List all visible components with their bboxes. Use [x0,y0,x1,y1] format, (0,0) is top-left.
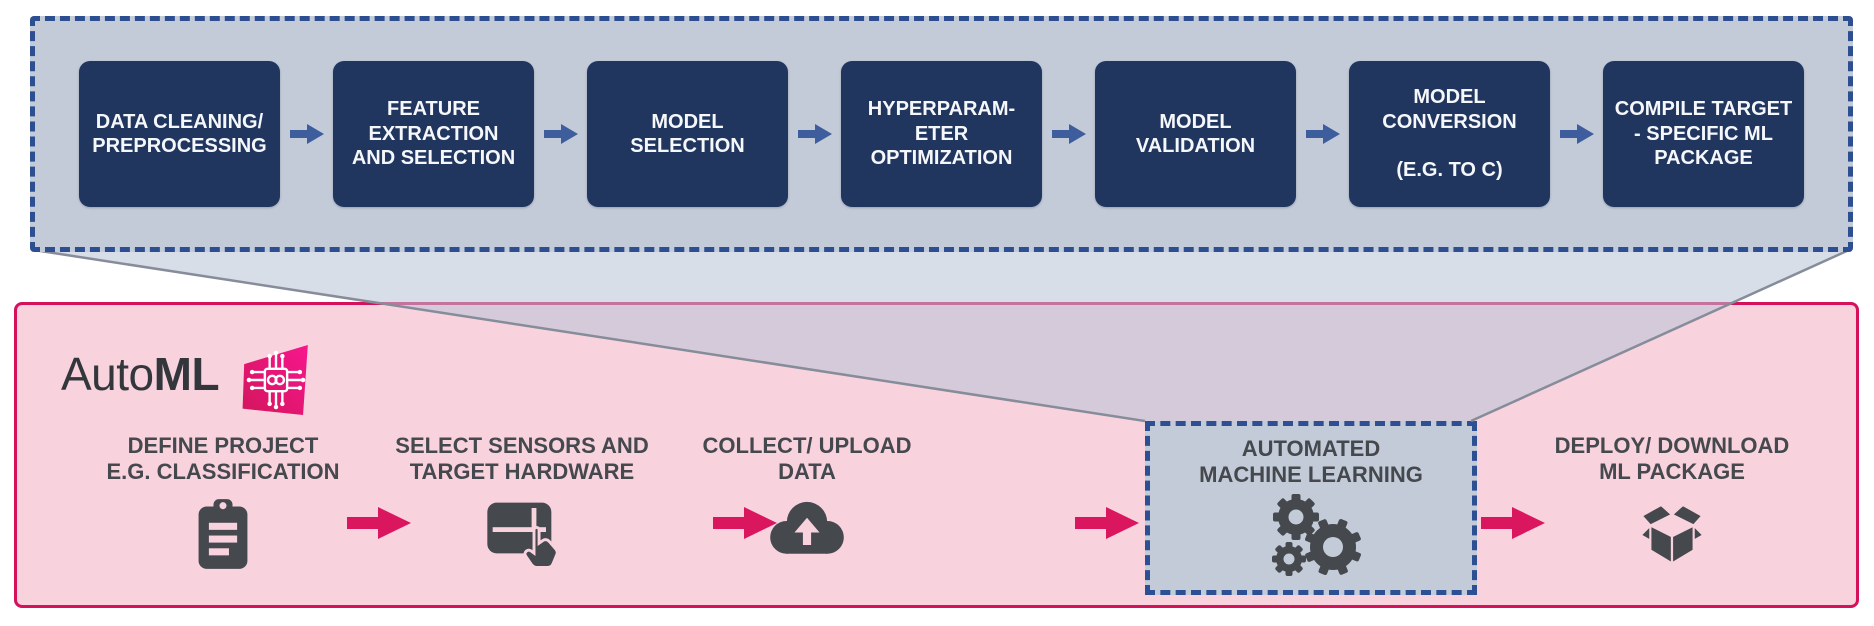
pipeline-step-label: MODEL SELECTION [630,110,745,157]
arrow-right-icon [1075,505,1139,541]
workflow-step-label: DEPLOY/ DOWNLOAD ML PACKAGE [1554,433,1790,485]
chip-brain-icon [241,343,311,417]
cloud-upload-icon [766,497,848,557]
workflow-step-label: AUTOMATED MACHINE LEARNING [1199,436,1423,488]
workflow-panel: AutoML [14,302,1859,608]
arrow-right-icon [347,505,411,541]
pipeline-step-feature-extraction: FEATURE EXTRACTION AND SELECTION [333,61,534,207]
pipeline-step-model-selection: MODEL SELECTION [587,61,788,207]
pipeline-step-compile-package: COMPILE TARGET - SPECIFIC ML PACKAGE [1603,61,1804,207]
pipeline-step-model-validation: MODEL VALIDATION [1095,61,1296,207]
clipboard-icon [190,497,256,573]
pipeline-step-hyperparameter-optimization: HYPERPARAM- ETER OPTIMIZATION [841,61,1042,207]
pipeline-step-label: MODEL VALIDATION [1135,110,1256,157]
pipeline-step-label: HYPERPARAM- ETER OPTIMIZATION [867,98,1016,170]
workflow-step-select-sensors: SELECT SENSORS AND TARGET HARDWARE [337,433,707,567]
workflow-step-deploy-download: DEPLOY/ DOWNLOAD ML PACKAGE [1497,433,1847,567]
arrow-right-icon [1559,122,1594,146]
pipeline-step-label: FEATURE EXTRACTION AND SELECTION [351,98,516,170]
arrow-right-icon [1051,122,1086,146]
arrow-right-icon [543,122,578,146]
arrow-right-icon [1481,505,1545,541]
brand-regular-text: Auto [61,348,154,400]
workflow-step-label: SELECT SENSORS AND TARGET HARDWARE [395,433,649,485]
workflow-step-define-project: DEFINE PROJECT E.G. CLASSIFICATION [33,433,413,573]
pipeline-step-label: DATA CLEANING/ PREPROCESSING [92,110,267,157]
automl-pipeline-panel: DATA CLEANING/ PREPROCESSING FEATURE EXT… [30,16,1853,252]
arrow-right-icon [289,122,324,146]
workflow-step-label: COLLECT/ UPLOAD DATA [702,433,912,485]
pipeline-step-model-conversion: MODEL CONVERSION (E.G. TO C) [1349,61,1550,207]
workflow-step-collect-upload-data: COLLECT/ UPLOAD DATA [647,433,967,557]
pipeline-step-data-cleaning: DATA CLEANING/ PREPROCESSING [79,61,280,207]
arrow-right-icon [1305,122,1340,146]
gears-icon [1248,491,1374,583]
arrow-right-icon [713,505,777,541]
hardware-select-icon [482,497,562,567]
automl-wordmark: AutoML [61,343,220,400]
workflow-step-label: DEFINE PROJECT E.G. CLASSIFICATION [106,433,340,485]
package-box-icon [1633,497,1711,567]
workflow-step-automated-machine-learning: AUTOMATED MACHINE LEARNING [1145,421,1477,595]
brand-bold-text: ML [153,348,220,400]
arrow-right-icon [797,122,832,146]
pipeline-step-label: MODEL CONVERSION (E.G. TO C) [1382,86,1517,182]
pipeline-step-label: COMPILE TARGET - SPECIFIC ML PACKAGE [1614,98,1793,170]
automl-brand: AutoML [61,343,311,417]
